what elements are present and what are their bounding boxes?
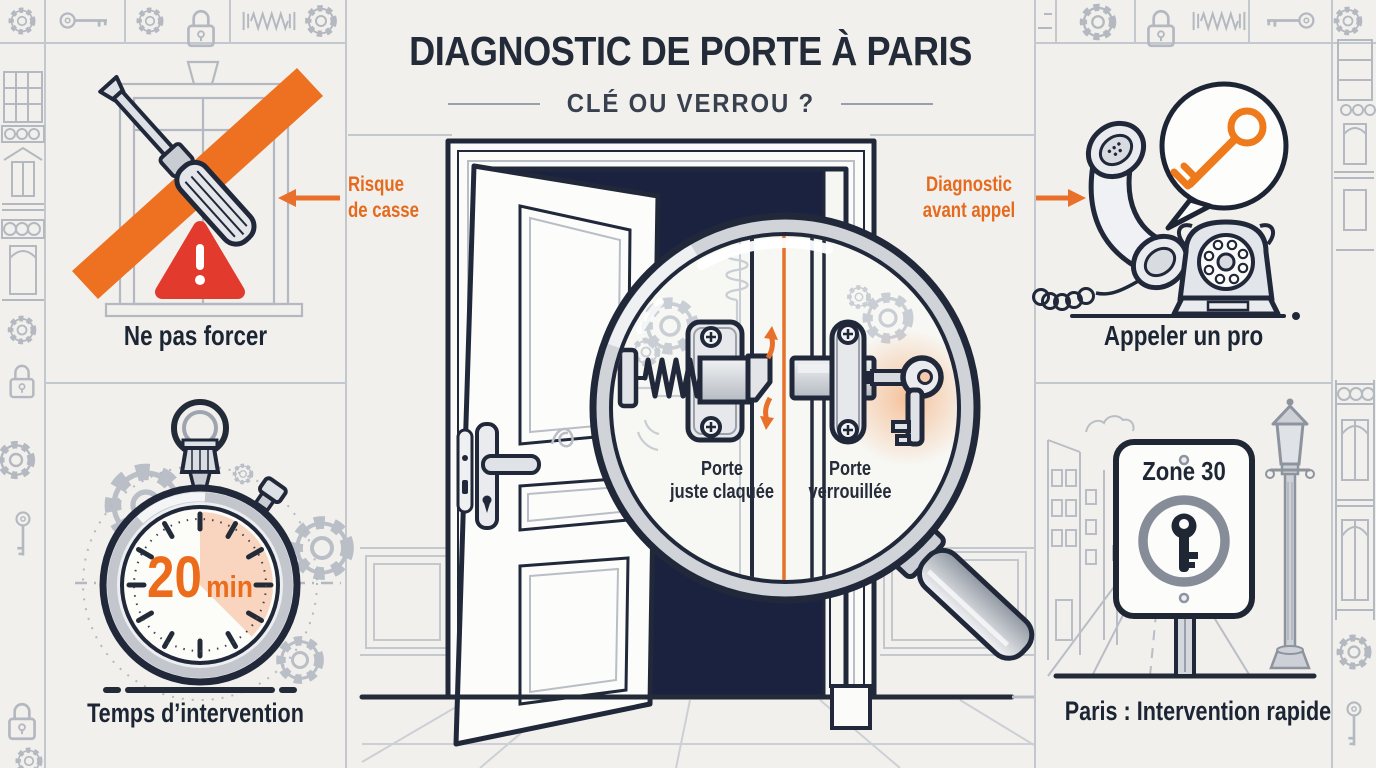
paris-street-illustration <box>1047 398 1317 679</box>
key-icon <box>1171 513 1198 572</box>
diagnostic-arrow-icon <box>1036 189 1086 207</box>
padlock-icon <box>1147 9 1175 48</box>
stopwatch-illustration <box>75 399 347 701</box>
no-force-illustration <box>72 60 340 318</box>
street-lamp-icon <box>1265 398 1315 670</box>
lens-label-left-line1: Porte <box>701 458 743 480</box>
screwdriver-icon <box>98 74 257 247</box>
magnifier-rim <box>589 212 981 604</box>
spring-latch-mechanism <box>617 319 773 443</box>
timer-value: 20 <box>147 545 202 610</box>
diagnostic-callout-line2: avant appel <box>922 199 1016 222</box>
magnifier-icon <box>589 212 1035 661</box>
gear-icon <box>1 445 32 476</box>
gear-icon <box>11 319 34 342</box>
top-icon-row-right <box>1038 7 1360 48</box>
lens-label-right-line1: Porte <box>829 458 871 480</box>
lens-label-left: Porte juste claquée <box>661 458 782 504</box>
gear-icon <box>1337 10 1360 33</box>
timer-unit: min <box>206 569 253 604</box>
caption-intervention-time: Temps d’intervention <box>87 698 304 728</box>
latch-arrows <box>760 326 778 430</box>
key-icon <box>1346 701 1362 747</box>
caption-paris-rapide: Paris : Intervention rapide <box>1064 696 1332 726</box>
phone-icon <box>1032 120 1300 320</box>
handle-backplate <box>475 422 499 530</box>
left-strip-sketch <box>1 71 45 768</box>
speech-bubble-icon <box>1159 81 1289 231</box>
lens-label-right: Porte verrouillée <box>801 458 899 504</box>
risk-callout-line2: de casse <box>348 199 419 222</box>
street-sketch <box>1047 415 1251 677</box>
page-title: DIAGNOSTIC DE PORTE À PARIS <box>409 28 972 74</box>
diagnostic-callout-line1: Diagnostic <box>926 173 1012 196</box>
striker-plate <box>456 428 474 514</box>
right-strip-sketch <box>1334 39 1376 747</box>
gear-icon <box>1340 638 1368 666</box>
key-icon <box>870 355 944 447</box>
gear-icon <box>1083 7 1112 36</box>
spring-icon <box>1192 10 1246 32</box>
call-pro-illustration <box>1032 81 1300 320</box>
risk-callout: Risque de casse <box>348 172 419 224</box>
lens-label-right-line2: verrouillée <box>808 481 892 503</box>
page-subtitle-row: CLÉ OU VERROU ? <box>346 88 1035 119</box>
key-icon <box>1170 107 1267 190</box>
padlock-icon <box>8 702 36 741</box>
zone-sign-icon <box>1113 439 1255 619</box>
floor-tiles <box>361 699 1035 768</box>
lens-label-left-line2: juste claquée <box>670 481 774 503</box>
top-icon-row-left <box>11 8 334 48</box>
caption-no-force: Ne pas forcer <box>123 320 268 351</box>
risk-callout-line1: Risque <box>348 173 405 196</box>
door-handle-icon <box>481 454 541 475</box>
spring-icon <box>242 10 296 32</box>
padlock-icon <box>187 9 215 48</box>
key-icon <box>59 12 109 29</box>
latch-spring <box>642 357 703 399</box>
padlock-icon <box>9 364 35 399</box>
key-icon <box>1265 12 1315 29</box>
subtitle-rule-left <box>447 102 540 105</box>
timer-display: 20 min <box>115 544 285 611</box>
zone-sign-text: Zone 30 <box>1142 456 1226 486</box>
door-stop-block <box>830 684 872 730</box>
gear-icon <box>308 8 333 33</box>
warning-icon <box>155 221 245 299</box>
stopwatch-icon <box>99 399 301 693</box>
key-icon <box>15 511 31 557</box>
door-ornament <box>550 427 574 448</box>
gear-icon <box>139 10 161 32</box>
caption-call-pro: Appeler un pro <box>1103 320 1264 351</box>
deadbolt-mechanism <box>789 319 944 447</box>
gear-icon <box>11 10 33 32</box>
diagnostic-callout: Diagnostic avant appel <box>920 172 1018 224</box>
gear-icon <box>18 750 40 768</box>
subtitle-rule-right <box>841 102 934 105</box>
risk-arrow-icon <box>278 189 340 207</box>
page-subtitle: CLÉ OU VERROU ? <box>566 88 815 118</box>
